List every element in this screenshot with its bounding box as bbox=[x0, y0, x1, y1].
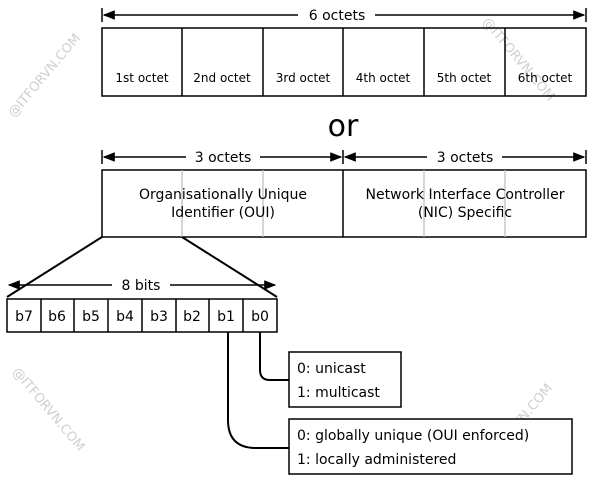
bit-cell: b0 bbox=[251, 309, 269, 325]
six-octets-dimension: 6 octets bbox=[101, 8, 587, 24]
octet-label: 1st octet bbox=[115, 71, 168, 85]
b1-line1: 0: globally unique (OUI enforced) bbox=[297, 428, 529, 444]
three-octets-dimension: 3 octets 3 octets bbox=[101, 150, 587, 166]
eight-bits-dimension: 8 bits bbox=[7, 278, 277, 294]
nic-line1: Network Interface Controller bbox=[366, 187, 565, 203]
six-octets-label: 6 octets bbox=[309, 8, 366, 24]
octet-label: 3rd octet bbox=[276, 71, 331, 85]
bit-cell: b2 bbox=[183, 309, 201, 325]
nic-line2: (NIC) Specific bbox=[418, 205, 512, 221]
octet-label: 4th octet bbox=[356, 71, 411, 85]
octet-label: 2nd octet bbox=[193, 71, 251, 85]
b1-line2: 1: locally administered bbox=[297, 452, 456, 468]
oui-octets-label: 3 octets bbox=[195, 150, 252, 166]
oui-line2: Identifier (OUI) bbox=[171, 205, 275, 221]
or-label: or bbox=[328, 109, 359, 144]
bit-cell: b4 bbox=[116, 309, 134, 325]
watermark-bottom-left: @ITFORVN.COM bbox=[9, 365, 87, 454]
b0-line2: 1: multicast bbox=[297, 385, 380, 401]
bit-cell: b5 bbox=[82, 309, 100, 325]
watermark-top-left: @ITFORVN.COM bbox=[6, 31, 84, 120]
bit-row: b7 b6 b5 b4 b3 b2 b1 b0 bbox=[6, 298, 278, 333]
oui-nic-row: Organisationally Unique Identifier (OUI)… bbox=[101, 169, 587, 238]
octet-label: 6th octet bbox=[518, 71, 573, 85]
nic-octets-label: 3 octets bbox=[437, 150, 494, 166]
octet-label: 5th octet bbox=[437, 71, 492, 85]
bit-cell: b7 bbox=[15, 309, 33, 325]
bit-cell: b3 bbox=[150, 309, 168, 325]
bit-cell: b1 bbox=[217, 309, 235, 325]
b0-line1: 0: unicast bbox=[297, 361, 366, 377]
zoom-lines bbox=[6, 236, 278, 298]
b1-meaning-box: 0: globally unique (OUI enforced) 1: loc… bbox=[288, 418, 573, 475]
eight-bits-label: 8 bits bbox=[122, 278, 161, 294]
b0-meaning-box: 0: unicast 1: multicast bbox=[288, 351, 402, 408]
bit-cell: b6 bbox=[48, 309, 66, 325]
oui-line1: Organisationally Unique bbox=[139, 187, 307, 203]
octet-row: 1st octet 2nd octet 3rd octet 4th octet … bbox=[101, 27, 587, 97]
connectors bbox=[227, 332, 289, 449]
